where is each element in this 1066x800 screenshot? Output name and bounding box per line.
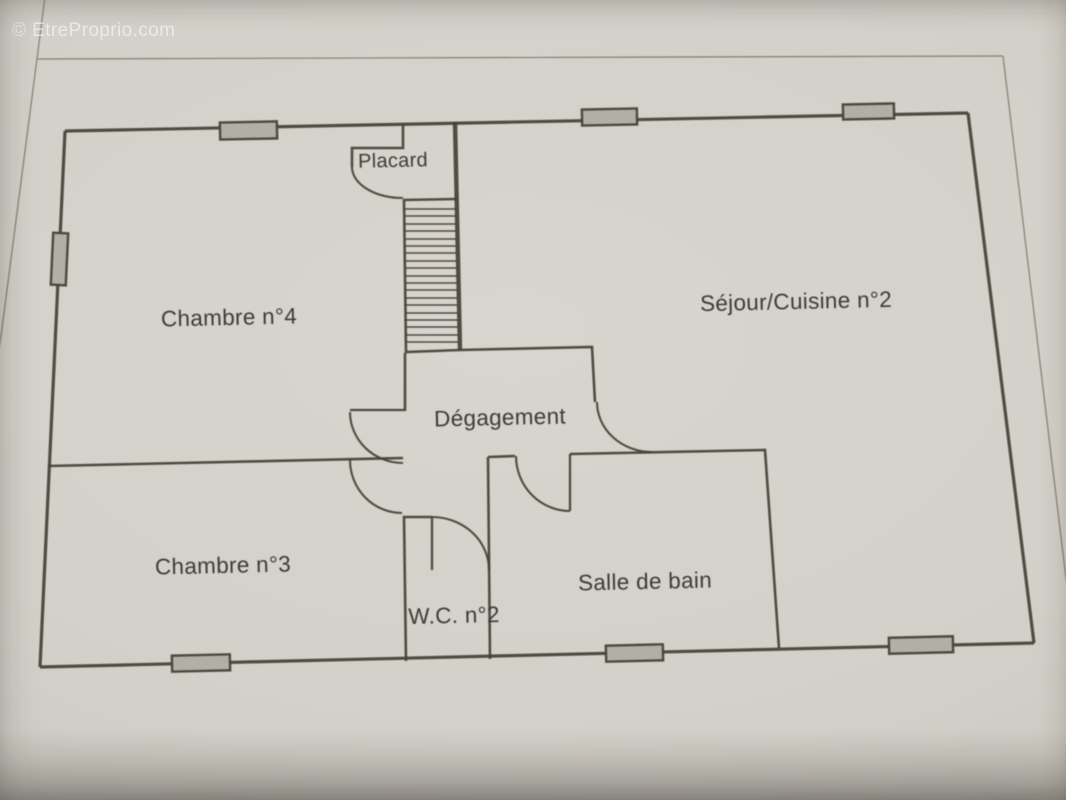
sejour-south-wall — [459, 345, 597, 403]
placard-walls — [350, 124, 405, 167]
room-label-wc: W.C. n°2 — [408, 602, 500, 629]
stairs-treads — [405, 208, 458, 343]
window-top-left — [218, 120, 279, 141]
room-label-degagement: Dégagement — [434, 403, 567, 431]
room-label-sejour-cuisine: Séjour/Cuisine n°2 — [700, 287, 893, 316]
door-arc-chambre4 — [348, 411, 404, 465]
door-arc-wc — [431, 515, 491, 571]
wall-left — [38, 130, 67, 668]
window-top-right — [841, 102, 896, 121]
watermark: © EtreProprio.com — [12, 20, 176, 41]
room-label-chambre3: Chambre n°3 — [155, 551, 292, 579]
sheet-border-top — [37, 55, 1004, 60]
wall-right — [966, 112, 1036, 644]
wall-top — [64, 111, 969, 133]
sheet-border-right — [1002, 55, 1066, 584]
midwall-left — [47, 456, 404, 468]
wc-right-wall — [486, 454, 516, 660]
stairs-right-wall — [452, 121, 463, 351]
wc-walls — [402, 515, 432, 662]
window-bottom-middle — [604, 643, 665, 663]
sheet-border-left — [0, 0, 46, 349]
window-bottom-left — [170, 653, 232, 673]
window-left-wall — [49, 231, 70, 287]
room-label-placard: Placard — [358, 149, 428, 173]
room-label-salle-de-bain: Salle de bain — [578, 567, 713, 595]
door-arc-chambre3 — [348, 459, 403, 515]
door-arc-placard — [350, 166, 404, 200]
door-arc-sejour — [595, 401, 653, 454]
window-top-middle — [580, 107, 639, 127]
stairs — [402, 121, 463, 354]
door-arc-bathroom — [514, 455, 571, 513]
bathroom-north-east-walls — [569, 448, 781, 649]
room-label-chambre4: Chambre n°4 — [161, 303, 298, 331]
window-bottom-right — [887, 634, 955, 656]
stairs-frame — [402, 197, 461, 354]
